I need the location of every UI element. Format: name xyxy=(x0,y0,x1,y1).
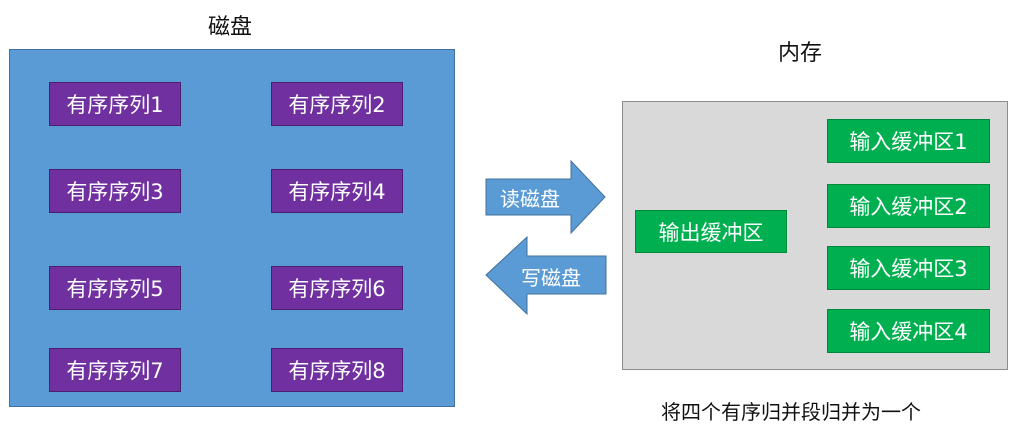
output-buffer: 输出缓冲区 xyxy=(635,210,787,253)
sorted-sequence-3: 有序序列3 xyxy=(49,169,181,213)
merge-caption: 将四个有序归并段归并为一个 xyxy=(661,400,921,424)
disk-title: 磁盘 xyxy=(208,15,253,40)
input-buffer-2: 输入缓冲区2 xyxy=(827,184,990,228)
read-disk-label: 读磁盘 xyxy=(500,187,560,211)
input-buffer-1: 输入缓冲区1 xyxy=(827,119,990,163)
read-disk-arrow xyxy=(485,159,606,235)
input-buffer-4: 输入缓冲区4 xyxy=(827,309,990,353)
write-disk-label: 写磁盘 xyxy=(521,266,581,290)
sorted-sequence-2: 有序序列2 xyxy=(271,82,403,126)
sorted-sequence-8: 有序序列8 xyxy=(271,348,403,392)
sorted-sequence-5: 有序序列5 xyxy=(49,266,181,310)
write-disk-arrow xyxy=(485,235,607,316)
sorted-sequence-7: 有序序列7 xyxy=(49,348,181,392)
memory-title: 内存 xyxy=(778,41,823,66)
sorted-sequence-4: 有序序列4 xyxy=(271,169,403,213)
sorted-sequence-1: 有序序列1 xyxy=(49,82,181,126)
input-buffer-3: 输入缓冲区3 xyxy=(827,246,990,290)
sorted-sequence-6: 有序序列6 xyxy=(271,266,403,310)
